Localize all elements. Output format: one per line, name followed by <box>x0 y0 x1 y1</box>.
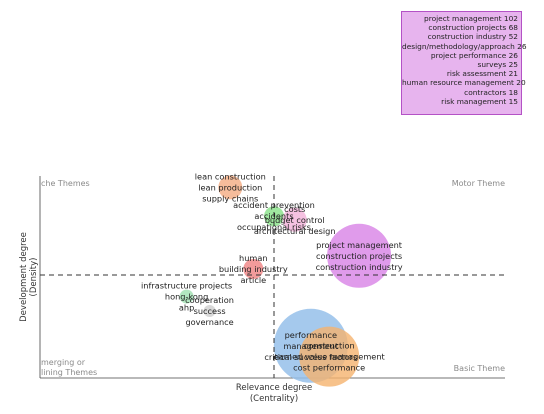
quadrant-top-left-label: che Themes <box>41 179 90 188</box>
cluster-label: project management <box>316 240 403 250</box>
quadrant-bottom-left-label-line2: lining Themes <box>41 368 97 377</box>
legend-entry: project management 102 <box>424 14 518 23</box>
cluster-label: cooperation <box>185 295 234 305</box>
cluster-label: critical success factors <box>264 352 357 362</box>
legend-entry: surveys 25 <box>477 60 518 70</box>
cluster-label: occupational risks <box>237 222 311 232</box>
legend-entry: risk assessment 21 <box>446 69 518 79</box>
quadrant-bottom-right-label: Basic Theme <box>454 364 505 373</box>
cluster-label: accidents <box>254 211 293 221</box>
cluster-label: article <box>240 275 266 285</box>
legend-entry: human resource management 20 <box>402 78 526 88</box>
cluster-bubble-c9 <box>299 326 360 387</box>
legend-entry: contractors 18 <box>464 87 518 97</box>
cluster-label: architectural design <box>254 226 336 236</box>
cluster-label: construction <box>304 341 355 351</box>
cluster-label: hong-kong <box>165 292 208 302</box>
cluster-label: construction projects <box>316 251 402 261</box>
cluster-label: accident prevention <box>233 200 315 210</box>
cluster-label: governance <box>185 317 233 327</box>
cluster-label: building industry <box>219 264 288 274</box>
cluster-label: infrastructure projects <box>141 281 232 291</box>
cluster-label: cost performance <box>293 363 365 373</box>
cluster-bubble-c3 <box>282 207 307 232</box>
x-axis-title-line1: Relevance degree <box>236 383 312 393</box>
legend-entry: risk management 15 <box>441 96 518 106</box>
cluster-label: lean construction <box>195 171 266 181</box>
cluster-bubble-c6 <box>179 289 194 304</box>
cluster-bubble-c7 <box>203 305 216 317</box>
y-axis-title-line2: (Density) <box>29 258 39 297</box>
cluster-label: success <box>194 306 226 316</box>
cluster-bubble-c1 <box>218 175 243 200</box>
quadrant-bottom-left-label-line1: merging or <box>41 358 86 367</box>
cluster-label: earned value management <box>274 352 386 362</box>
legend-entry: construction industry 52 <box>427 32 518 42</box>
cluster-label: ahp <box>179 303 194 313</box>
bubble-layer <box>179 175 392 387</box>
legend-entry: construction projects 68 <box>428 23 518 33</box>
cluster-label: budget control <box>265 215 325 225</box>
cluster-label: costs <box>284 204 305 214</box>
cluster-bubble-c4 <box>327 223 392 288</box>
cluster-label: human <box>239 253 268 263</box>
legend-entry: design/methodology/approach 26 <box>402 41 527 51</box>
cluster-label: performance <box>285 330 337 340</box>
cluster-label: supply chains <box>202 193 258 203</box>
cluster-bubble-c5 <box>243 259 264 279</box>
quadrant-top-right-label: Motor Theme <box>452 179 505 188</box>
y-axis-title-line1: Development degree <box>19 232 29 322</box>
cluster-label: lean production <box>198 182 262 192</box>
cluster-label: construction industry <box>316 262 403 272</box>
legend-entry: project performance 26 <box>430 50 518 60</box>
cluster-label: management <box>283 341 339 351</box>
x-axis-title-line2: (Centrality) <box>250 394 298 404</box>
